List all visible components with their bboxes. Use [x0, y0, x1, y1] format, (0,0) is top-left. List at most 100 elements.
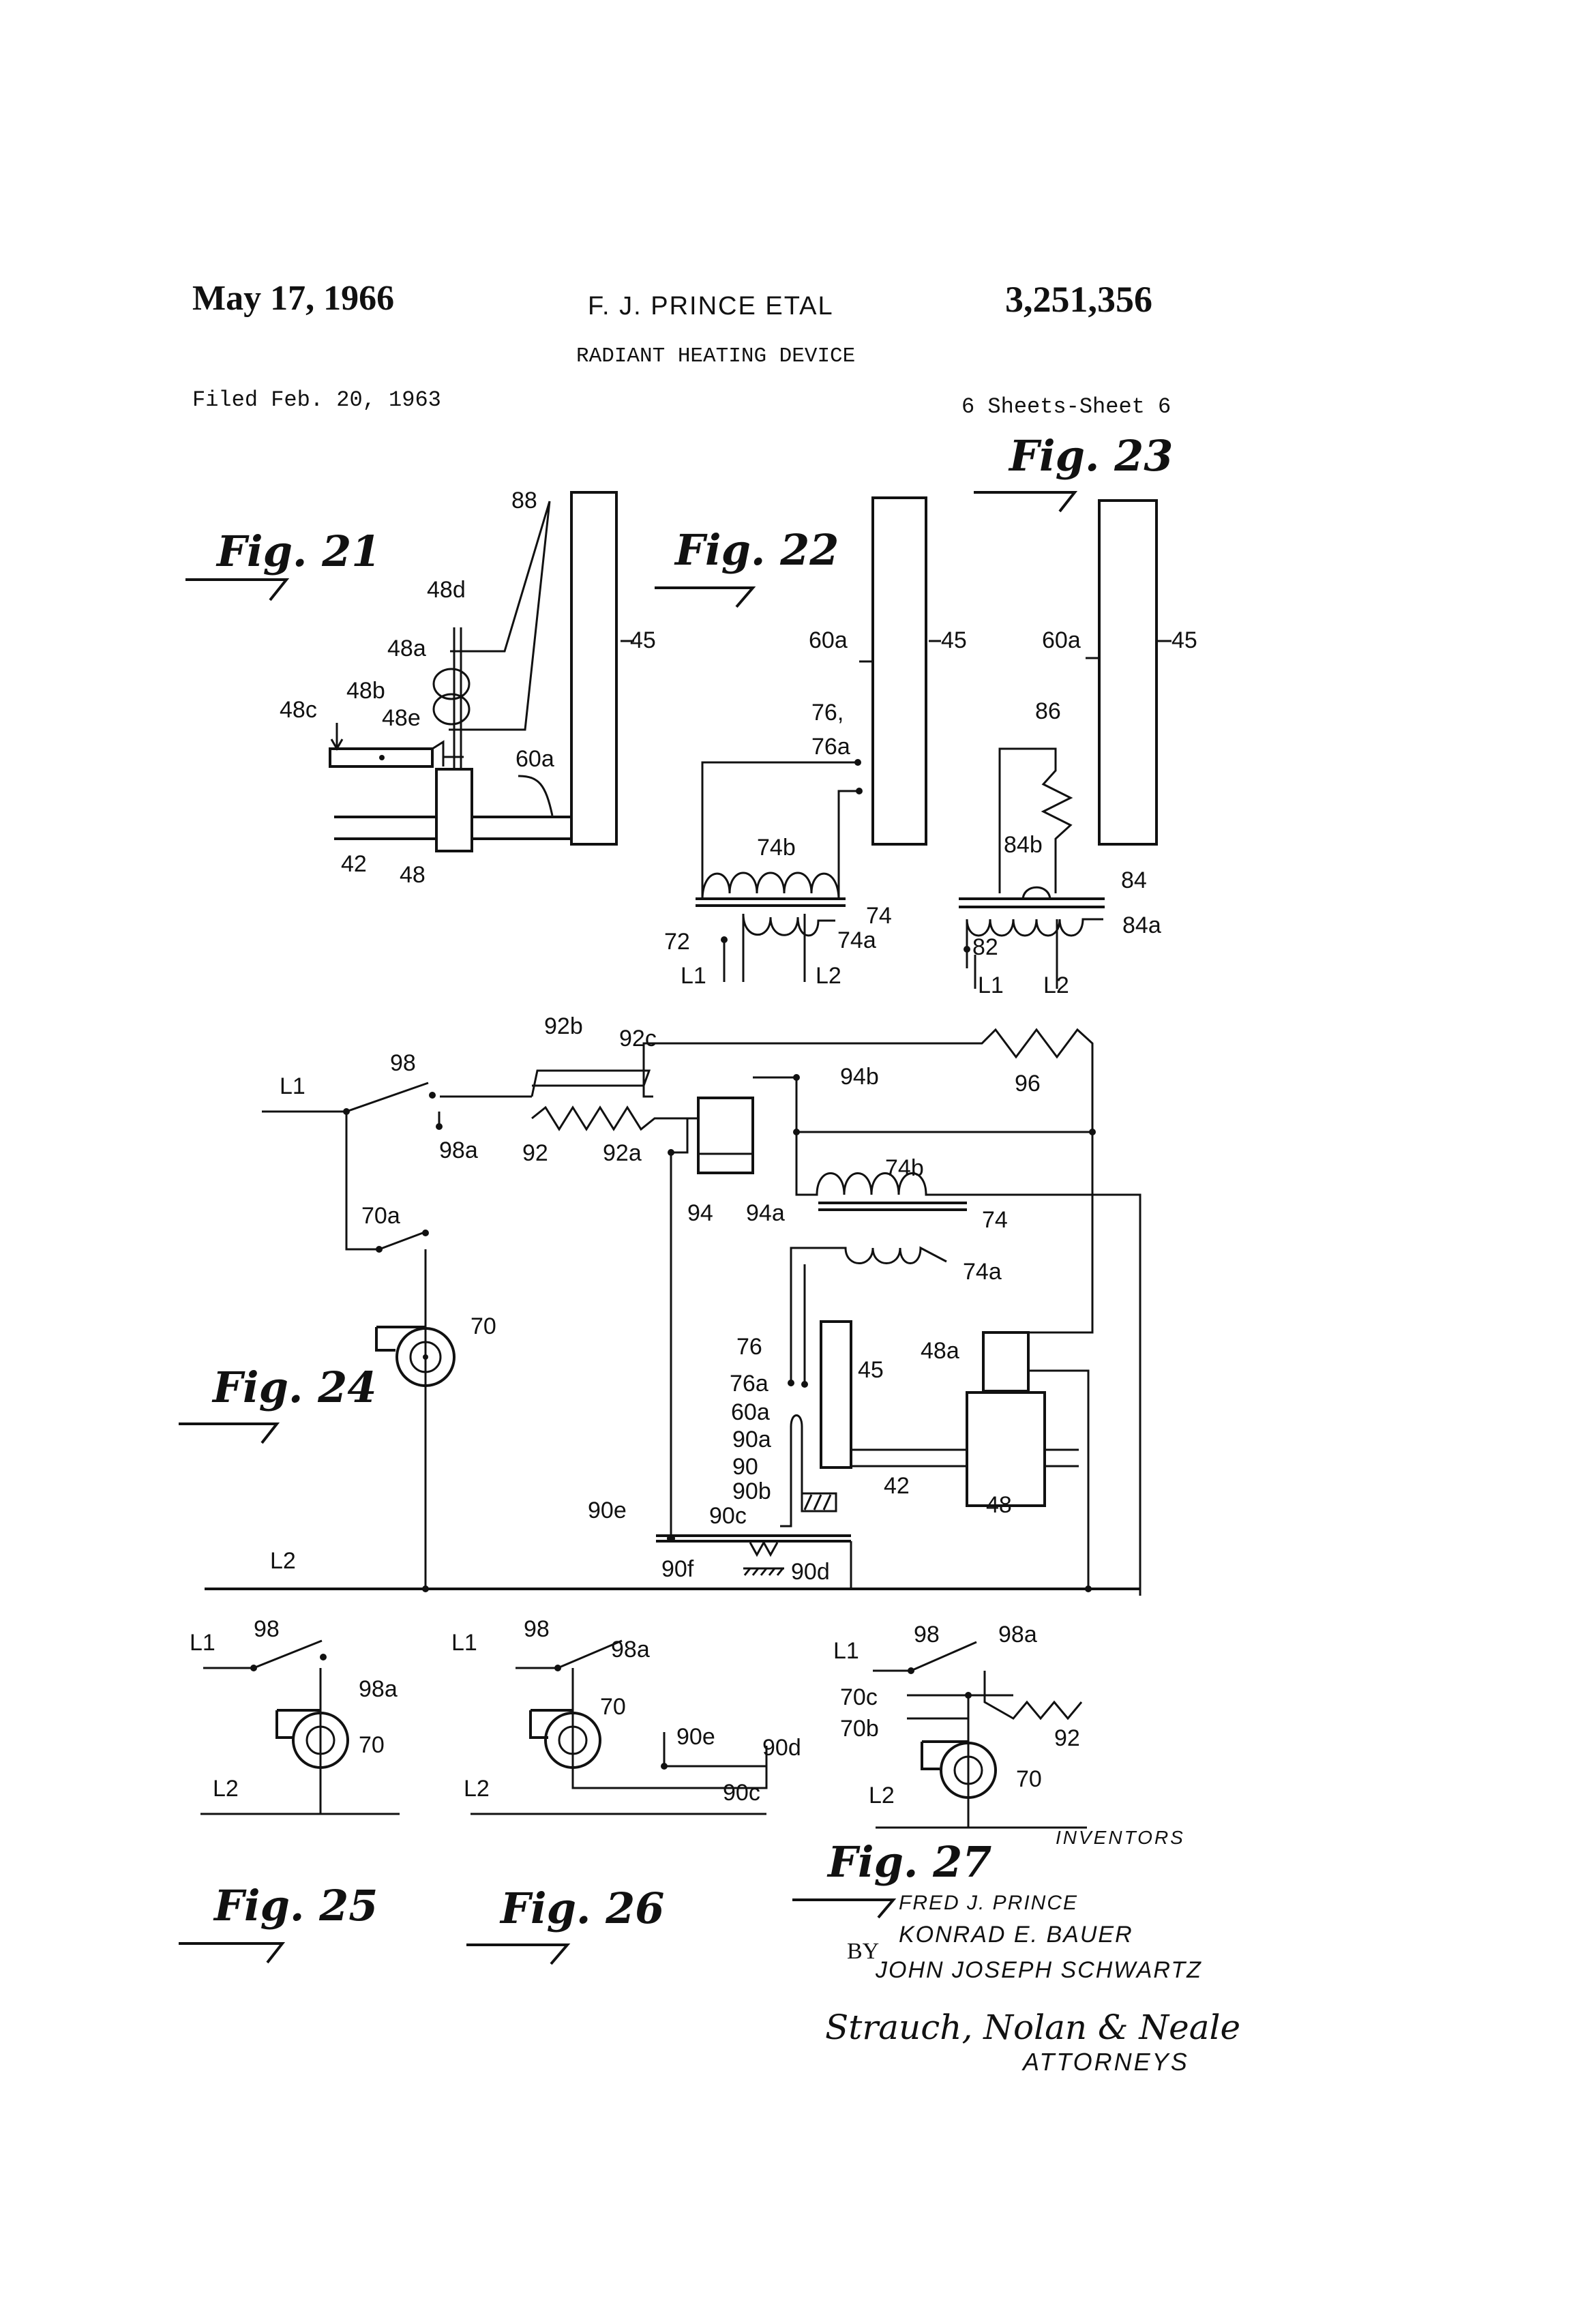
ref-45-23: 45 — [1171, 627, 1197, 653]
ref-90e-26: 90e — [676, 1724, 715, 1750]
fig-21-caption: Fig. 21 — [215, 526, 380, 576]
heater-92 — [532, 1107, 687, 1129]
wires-48a — [1028, 1132, 1092, 1589]
ref-76a-24: 76a — [730, 1371, 768, 1397]
ref-98-26: 98 — [524, 1616, 550, 1642]
ref-90: 90 — [732, 1454, 758, 1480]
fig-25-caption: Fig. 25 — [213, 1881, 378, 1931]
ref-74a-24: 74a — [963, 1259, 1002, 1285]
fig-26-caption: Fig. 26 — [499, 1883, 664, 1933]
ref-45-21: 45 — [630, 627, 656, 653]
ref-L1-25: L1 — [190, 1630, 215, 1656]
fig-26-drawing — [471, 1641, 766, 1814]
fig26-dot1 — [554, 1665, 561, 1671]
ref-82: 82 — [972, 934, 998, 960]
inventors-caption: INVENTORS — [1056, 1827, 1185, 1848]
fig27-dot2 — [965, 1692, 972, 1699]
coil-48a-24 — [983, 1332, 1028, 1391]
ref-70-24: 70 — [471, 1313, 496, 1339]
ref-92c: 92c — [619, 1026, 657, 1052]
inventor-2: KONRAD E. BAUER — [899, 1922, 1133, 1948]
ref-90a: 90a — [732, 1427, 771, 1452]
ref-70a: 70a — [361, 1203, 400, 1229]
contact-48e — [432, 742, 464, 766]
fig-22-underline — [655, 588, 753, 607]
ref-90d-26: 90d — [762, 1735, 801, 1761]
dot-98a — [429, 1092, 436, 1099]
ref-84a: 84a — [1122, 912, 1161, 938]
dot-L2-70 — [422, 1585, 429, 1592]
ref-48a: 48a — [387, 636, 426, 661]
dot-90e — [667, 1534, 675, 1543]
ref-84: 84 — [1121, 867, 1147, 893]
ref-70c: 70c — [840, 1684, 878, 1710]
fig-27-underline — [792, 1900, 893, 1918]
ref-48: 48 — [400, 862, 426, 888]
ref-L2-27: L2 — [869, 1783, 895, 1808]
ref-98a-27: 98a — [998, 1622, 1037, 1648]
core-84 — [959, 899, 1105, 907]
ref-L1-23: L1 — [978, 972, 1004, 998]
inventor-1: FRED J. PRINCE — [899, 1892, 1078, 1914]
ref-98-25: 98 — [254, 1616, 280, 1642]
dot-70a — [376, 1246, 383, 1253]
bimetal-92b — [532, 1071, 649, 1097]
ref-90e: 90e — [588, 1498, 627, 1523]
ref-60a-24: 60a — [731, 1399, 770, 1425]
ref-98a-24: 98a — [439, 1137, 478, 1163]
ref-L1-22: L1 — [681, 963, 706, 989]
contact-76 — [854, 759, 861, 766]
fig-27-caption: Fig. 27 — [826, 1837, 991, 1887]
ref-70-26: 70 — [600, 1694, 626, 1720]
ref-48a-24: 48a — [921, 1338, 959, 1364]
fig27-contacts — [907, 1695, 1013, 1718]
inventor-3: JOHN JOSEPH SCHWARTZ — [875, 1957, 1202, 1983]
ref-42-24: 42 — [884, 1473, 910, 1499]
ref-90c-26: 90c — [723, 1780, 760, 1806]
ref-48e: 48e — [382, 705, 421, 731]
attorneys-label: ATTORNEYS — [1021, 2048, 1189, 2076]
fig-21-underline — [185, 580, 286, 600]
fig25-dot2 — [320, 1654, 327, 1660]
fig-23-underline — [974, 492, 1075, 511]
fig27-dot1 — [908, 1667, 914, 1674]
ref-72: 72 — [664, 929, 690, 955]
ref-48c: 48c — [280, 697, 317, 723]
dot-L2-48 — [1085, 1585, 1092, 1592]
ref-90f: 90f — [661, 1556, 694, 1582]
ref-L2-22: L2 — [816, 963, 841, 989]
ref-94: 94 — [687, 1200, 713, 1226]
attorney-signature: Strauch, Nolan & Neale — [825, 2008, 1240, 2047]
ref-74a-22: 74a — [837, 927, 876, 953]
ref-48-24: 48 — [986, 1492, 1012, 1518]
ref-74-24: 74 — [982, 1207, 1008, 1233]
ref-48d: 48d — [427, 577, 466, 603]
ref-76-22: 76, — [811, 700, 844, 726]
dot-94 — [668, 1149, 674, 1156]
fig-26-underline — [466, 1945, 567, 1964]
ref-92a: 92a — [603, 1140, 642, 1166]
panel-45-24 — [821, 1322, 851, 1468]
relay-94 — [698, 1098, 753, 1173]
ref-94b: 94b — [840, 1064, 879, 1090]
leader-60a — [518, 776, 552, 816]
ref-98-24: 98 — [390, 1050, 416, 1076]
ref-76-24: 76 — [736, 1334, 762, 1360]
ref-45-24: 45 — [858, 1357, 884, 1383]
dot-98b — [436, 1123, 443, 1130]
ref-48b: 48b — [346, 678, 385, 704]
ref-86: 86 — [1035, 698, 1061, 724]
ref-92b: 92b — [544, 1013, 583, 1039]
fig26-wiring — [471, 1641, 766, 1814]
fig-22-caption: Fig. 22 — [674, 525, 839, 575]
pivot-dot — [379, 755, 385, 760]
contact-76a — [856, 788, 863, 794]
ref-L1-24: L1 — [280, 1073, 305, 1099]
ref-84b: 84b — [1004, 832, 1043, 858]
ref-76a-22: 76a — [811, 734, 850, 760]
ref-L2-24: L2 — [270, 1548, 296, 1574]
ref-98a-25: 98a — [359, 1676, 398, 1702]
coil-74b — [702, 873, 839, 900]
ref-74b-24: 74b — [885, 1155, 924, 1181]
dot-76a — [801, 1381, 808, 1388]
